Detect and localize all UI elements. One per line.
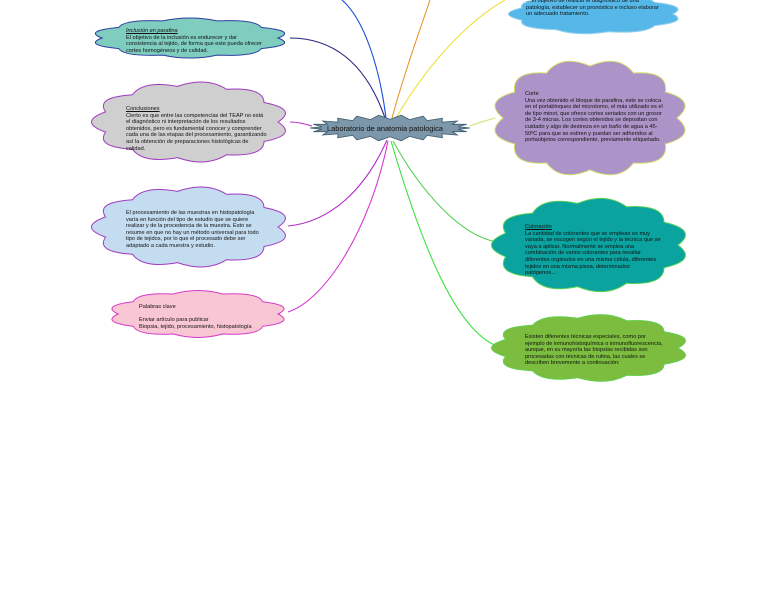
node-coloracion-title: Coloración	[525, 224, 552, 230]
node-inclusion-title: Inclusión en parafina	[126, 28, 178, 34]
node-tecnicas-body: Existen diferentes técnicas especiales, …	[525, 334, 663, 367]
node-palabras-line1: Enviar artículo para publicar	[139, 317, 209, 324]
connector-diagnostico-orange	[391, 0, 431, 119]
node-procesamiento-text[interactable]: El procesamiento de las muestras en hist…	[126, 210, 266, 250]
cloud-corte	[494, 60, 686, 176]
node-palabras-line2: Biopsia, tejido, procesamiento, histopat…	[139, 323, 252, 330]
node-palabras-title: Palabras clave	[139, 304, 176, 310]
center-node-label[interactable]: Laboratorio de anatomia patologica	[327, 124, 443, 133]
node-diagnostico-text[interactable]: …el objetivo de realizar el diagnóstico …	[526, 0, 662, 18]
cloud-diagnostico	[507, 0, 679, 35]
node-inclusion-body: El objetivo de la inclusión es endurecer…	[126, 34, 262, 54]
node-inclusion-text[interactable]: Inclusión en parafina El objetivo de la …	[126, 28, 266, 54]
connector-tecnicas	[390, 140, 498, 347]
node-corte-title: Corte	[525, 91, 539, 97]
node-conclusiones-text[interactable]: Conclusiones Cierto es que entre las com…	[126, 106, 268, 152]
cloud-procesamiento	[91, 186, 286, 268]
connector-palabras	[287, 140, 389, 313]
cloud-coloracion	[491, 197, 686, 293]
node-palabras-text[interactable]: Palabras clave Enviar artículo para publ…	[139, 304, 279, 330]
cloud-inclusion	[94, 17, 286, 59]
connector-coloracion	[392, 140, 498, 243]
node-diagnostico-body: …el objetivo de realizar el diagnóstico …	[526, 0, 659, 18]
node-conclusiones-title: Conclusiones	[126, 106, 160, 112]
node-tecnicas-text[interactable]: Existen diferentes técnicas especiales, …	[525, 334, 665, 367]
connector-procesamiento	[287, 139, 388, 227]
connector-diagnostico-yellow	[395, 0, 506, 119]
cloud-conclusiones	[91, 81, 286, 163]
node-corte-text[interactable]: Corte Una vez obtenido el bloque de para…	[525, 91, 665, 144]
center-node-shape[interactable]	[309, 114, 471, 142]
node-coloracion-text[interactable]: Coloración La cantidad de colorantes que…	[525, 224, 663, 277]
cloud-tecnicas	[491, 314, 686, 382]
node-coloracion-body: La cantidad de colorantes que se emplean…	[525, 230, 661, 277]
cloud-palabras	[111, 290, 285, 338]
connector-inclusion	[289, 37, 386, 119]
node-procesamiento-body: El procesamiento de las muestras en hist…	[126, 210, 259, 249]
node-conclusiones-body: Cierto es que entre las competencias del…	[126, 112, 267, 152]
connector-diagnostico-blue	[341, 0, 387, 119]
node-corte-body: Una vez obtenido el bloque de parafina, …	[525, 97, 663, 144]
connector-conclusiones	[289, 121, 313, 127]
connector-corte	[469, 117, 496, 127]
